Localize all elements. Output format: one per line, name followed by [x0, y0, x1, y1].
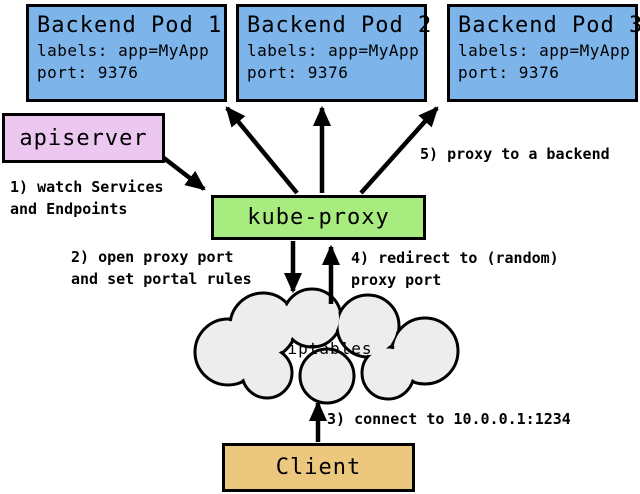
annotation-line: 4) redirect to (random) [351, 249, 559, 267]
iptables-cloud [193, 287, 460, 405]
pod-port: port: 9376 [458, 63, 560, 82]
annotation-line: and Endpoints [10, 200, 128, 218]
client-label: Client [275, 455, 362, 480]
arrow-kubeproxy-to-pod3 [359, 106, 439, 195]
client-node: Client [222, 443, 415, 492]
backend-pod-1: Backend Pod 1 labels: app=MyApp port: 93… [26, 4, 227, 102]
annotation-line: and set portal rules [71, 270, 252, 288]
arrow-apiserver-to-kubeproxy [158, 153, 206, 191]
annotation-line: 5) proxy to a backend [420, 145, 610, 163]
pod-title: Backend Pod 1 [37, 13, 223, 38]
pod-port: port: 9376 [247, 63, 349, 82]
annotation-step-4: 4) redirect to (random) proxy port [351, 247, 559, 291]
pod-labels: labels: app=MyApp [37, 41, 210, 60]
annotation-step-1: 1) watch Services and Endpoints [10, 176, 164, 220]
kube-proxy-node: kube-proxy [211, 195, 426, 240]
pod-labels: labels: app=MyApp [458, 41, 631, 60]
apiserver-label: apiserver [19, 125, 148, 151]
annotation-line: proxy port [351, 271, 442, 289]
kube-proxy-label: kube-proxy [247, 205, 390, 230]
iptables-label: iptables [287, 339, 373, 358]
pod-title: Backend Pod 2 [247, 13, 433, 38]
annotation-line: 2) open proxy port [71, 248, 234, 266]
annotation-step-3: 3) connect to 10.0.0.1:1234 [327, 408, 571, 430]
annotation-line: 3) connect to 10.0.0.1:1234 [327, 410, 571, 428]
pod-port: port: 9376 [37, 63, 139, 82]
backend-pod-2: Backend Pod 2 labels: app=MyApp port: 93… [236, 4, 433, 102]
backend-pod-3: Backend Pod 3 labels: app=MyApp port: 93… [447, 4, 640, 102]
annotation-step-2: 2) open proxy port and set portal rules [71, 246, 252, 290]
annotation-step-5: 5) proxy to a backend [420, 143, 610, 165]
annotation-line: 1) watch Services [10, 178, 164, 196]
arrow-kubeproxy-to-pod1 [225, 106, 299, 195]
apiserver-node: apiserver [2, 113, 165, 163]
pod-labels: labels: app=MyApp [247, 41, 420, 60]
pod-title: Backend Pod 3 [458, 13, 640, 38]
